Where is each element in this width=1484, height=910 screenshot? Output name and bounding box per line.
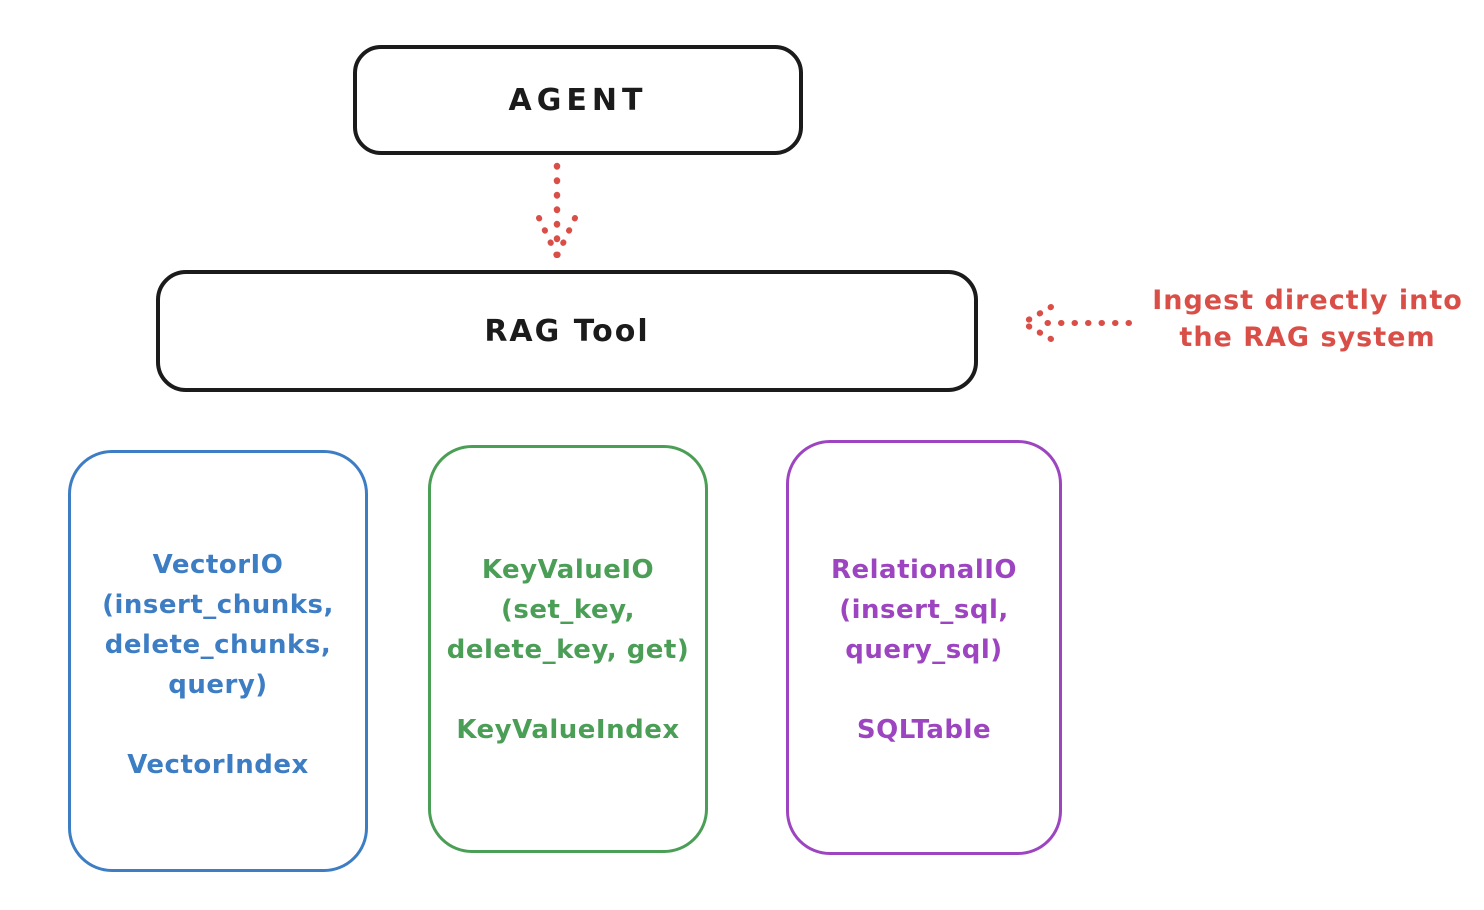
- agent-to-rag-arrow-icon: [536, 162, 578, 259]
- agent-box: AGENT: [353, 45, 803, 155]
- relational-io-line: RelationalIO: [830, 555, 1018, 585]
- vector-io-box: VectorIO (insert_chunks, delete_chunks, …: [68, 450, 368, 872]
- relational-io-line: query_sql): [845, 635, 1003, 665]
- vector-io-line: query): [168, 670, 268, 700]
- relational-io-box: RelationalIO (insert_sql, query_sql) SQL…: [786, 440, 1062, 855]
- ingest-annotation: Ingest directly into the RAG system: [1135, 282, 1480, 356]
- keyvalue-io-box: KeyValueIO (set_key, delete_key, get) Ke…: [428, 445, 708, 853]
- rag-tool-box: RAG Tool: [156, 270, 978, 392]
- keyvalue-io-label: KeyValueIO (set_key, delete_key, get) Ke…: [431, 550, 705, 750]
- agent-label: AGENT: [508, 82, 648, 118]
- vector-io-line: delete_chunks,: [104, 630, 332, 660]
- spacer: [71, 705, 365, 745]
- keyvalue-io-line: (set_key,: [501, 595, 635, 625]
- keyvalue-index-label: KeyValueIndex: [456, 715, 680, 745]
- keyvalue-io-line: KeyValueIO: [481, 555, 655, 585]
- relational-io-line: (insert_sql,: [839, 595, 1009, 625]
- vector-index-label: VectorIndex: [127, 750, 309, 780]
- ingest-arrow-icon: [1020, 304, 1132, 342]
- vector-io-line: (insert_chunks,: [102, 590, 334, 620]
- ingest-annotation-line2: the RAG system: [1179, 322, 1436, 353]
- spacer: [789, 670, 1059, 710]
- spacer: [431, 670, 705, 710]
- relational-io-label: RelationalIO (insert_sql, query_sql) SQL…: [789, 550, 1059, 750]
- vector-io-label: VectorIO (insert_chunks, delete_chunks, …: [71, 545, 365, 785]
- ingest-annotation-line1: Ingest directly into: [1152, 285, 1463, 316]
- sql-table-label: SQLTable: [856, 715, 992, 745]
- keyvalue-io-line: delete_key, get): [446, 635, 690, 665]
- rag-tool-label: RAG Tool: [484, 313, 650, 349]
- vector-io-line: VectorIO: [152, 550, 284, 580]
